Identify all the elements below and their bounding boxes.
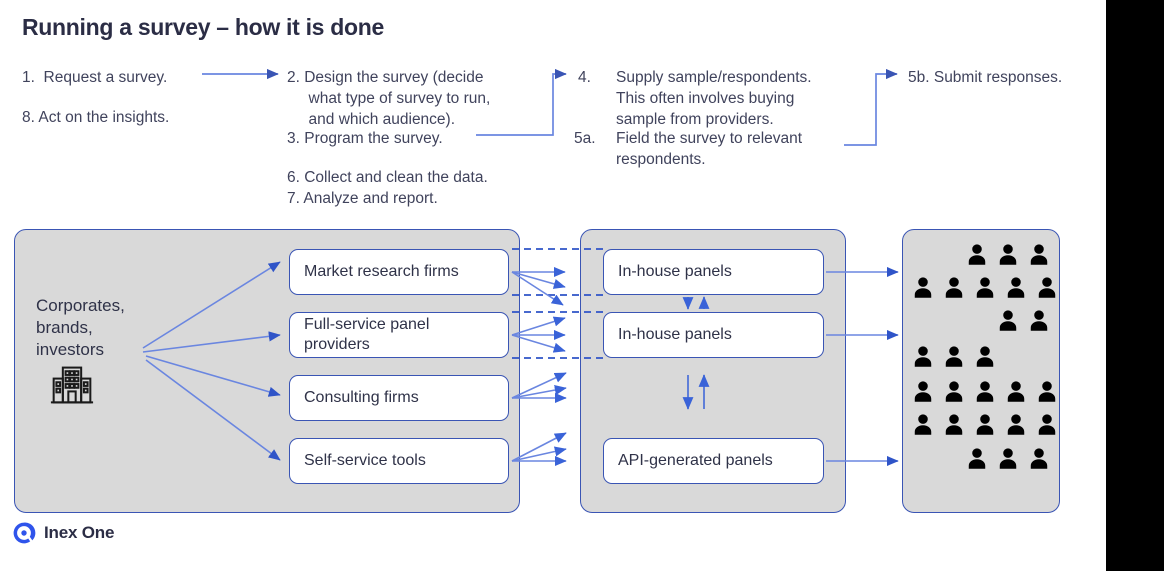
step-5b-submit-responses: 5b. Submit responses.: [908, 69, 1063, 86]
person-icon: [976, 414, 994, 435]
person-icon: [999, 448, 1017, 469]
right-black-band: [1106, 0, 1164, 571]
node-consulting-firms[interactable]: Consulting firms: [289, 375, 509, 421]
brand-logo[interactable]: Inex One: [12, 521, 114, 545]
inex-one-logo-icon: [13, 522, 36, 544]
person-icon: [1038, 381, 1056, 402]
person-icon: [914, 277, 932, 298]
respondents-row: [910, 344, 998, 372]
person-icon: [945, 381, 963, 402]
respondents-row: [910, 412, 1060, 440]
respondents-icon-grid: [902, 229, 1060, 513]
person-icon: [1007, 277, 1025, 298]
person-icon: [968, 244, 986, 265]
node-label: In-house panels: [618, 263, 732, 280]
person-icon: [999, 310, 1017, 331]
person-icon: [976, 277, 994, 298]
step-7-analyze-and-report: 7. Analyze and report.: [287, 190, 438, 207]
respondents-row: [910, 275, 1060, 303]
person-icon: [914, 346, 932, 367]
person-icon: [1030, 244, 1048, 265]
node-label: Full-service panel providers: [304, 316, 430, 353]
person-icon: [1038, 414, 1056, 435]
person-icon: [976, 346, 994, 367]
node-label: In-house panels: [618, 326, 732, 343]
node-label: Market research firms: [304, 263, 459, 280]
node-api-generated-panels[interactable]: API-generated panels: [603, 438, 824, 484]
person-icon: [1030, 310, 1048, 331]
step-2-design-the-survey: 2. Design the survey (decide what type o…: [287, 69, 491, 128]
person-icon: [968, 448, 986, 469]
person-icon: [914, 414, 932, 435]
source-label: Corporates, brands, investors: [36, 296, 125, 359]
step-6-collect-and-clean: 6. Collect and clean the data.: [287, 169, 488, 186]
step-3-program-the-survey: 3. Program the survey.: [287, 130, 443, 147]
person-icon: [1007, 381, 1025, 402]
node-full-service-panel-providers[interactable]: Full-service panel providers: [289, 312, 509, 358]
person-icon: [945, 346, 963, 367]
node-label: Consulting firms: [304, 389, 419, 406]
step-flow-connectors: [202, 68, 898, 146]
node-label: API-generated panels: [618, 452, 773, 469]
person-icon: [1007, 414, 1025, 435]
person-icon: [1030, 448, 1048, 469]
respondents-row: [964, 242, 1052, 270]
respondents-row: [910, 379, 1060, 407]
respondents-row: [995, 308, 1052, 336]
office-building-icon: [50, 366, 94, 404]
person-icon: [945, 414, 963, 435]
node-market-research-firms[interactable]: Market research firms: [289, 249, 509, 295]
step-5a-number: 5a.: [574, 130, 596, 147]
page-title: Running a survey – how it is done: [22, 14, 384, 40]
step-4-supply-sample: Supply sample/respondents. This often in…: [616, 69, 812, 128]
person-icon: [914, 381, 932, 402]
logo-text: Inex One: [44, 523, 115, 542]
person-icon: [999, 244, 1017, 265]
step-1-request-a-survey: 1. Request a survey.: [22, 69, 168, 86]
respondents-row: [964, 446, 1052, 474]
step-5a-field-the-survey: Field the survey to relevant respondents…: [616, 130, 803, 168]
step-8-act-on-insights: 8. Act on the insights.: [22, 109, 170, 126]
node-in-house-panels-2[interactable]: In-house panels: [603, 312, 824, 358]
step-4-number: 4.: [578, 69, 591, 86]
person-icon: [1038, 277, 1056, 298]
node-label: Self-service tools: [304, 452, 426, 469]
person-icon: [945, 277, 963, 298]
node-self-service-tools[interactable]: Self-service tools: [289, 438, 509, 484]
person-icon: [976, 381, 994, 402]
node-in-house-panels-1[interactable]: In-house panels: [603, 249, 824, 295]
